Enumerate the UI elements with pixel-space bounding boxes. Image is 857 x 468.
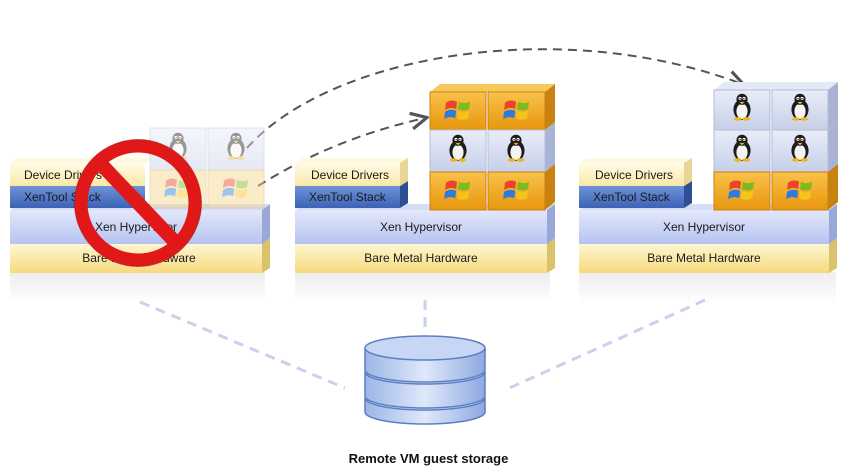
host3-vm-stack [713,82,838,211]
host1-xentool-label: XenTool Stack [24,190,102,204]
host3-hardware-layer [579,238,837,273]
host3-hypervisor-label: Xen Hypervisor [663,220,745,234]
host2-xentool-label: XenTool Stack [309,190,387,204]
host3-hardware-label: Bare Metal Hardware [647,251,761,265]
host2-hypervisor-label: Xen Hypervisor [380,220,462,234]
storage-connection-lines [139,298,706,392]
host-source: Bare Metal Hardware Xen Hypervisor XenTo… [295,84,555,273]
storage-caption: Remote VM guest storage [348,451,509,466]
host1-ghost-vms [149,127,265,209]
host-blocked: Bare Metal Hardware Xen Hypervisor XenTo… [10,127,270,273]
host2-xentool-layer [295,181,408,208]
host-destination: Bare Metal Hardware Xen Hypervisor XenTo… [579,82,838,273]
host3-drivers-label: Device Drivers [595,168,673,182]
host2-vm-stack [429,84,555,211]
database-cylinder-icon [364,335,486,425]
host2-drivers-label: Device Drivers [311,168,389,182]
host2-drivers-layer [295,158,408,186]
host3-drivers-layer [579,158,692,186]
migration-arrow-to-host3 [246,48,742,149]
host3-xentool-label: XenTool Stack [593,190,671,204]
host2-hardware-layer [295,238,555,273]
host3-xentool-layer [579,181,692,208]
migration-arrows [246,48,742,187]
host2-hardware-label: Bare Metal Hardware [364,251,478,265]
floor-reflections [10,272,836,304]
migration-arrow-to-host2 [257,118,425,187]
no-entry-icon [74,139,202,267]
